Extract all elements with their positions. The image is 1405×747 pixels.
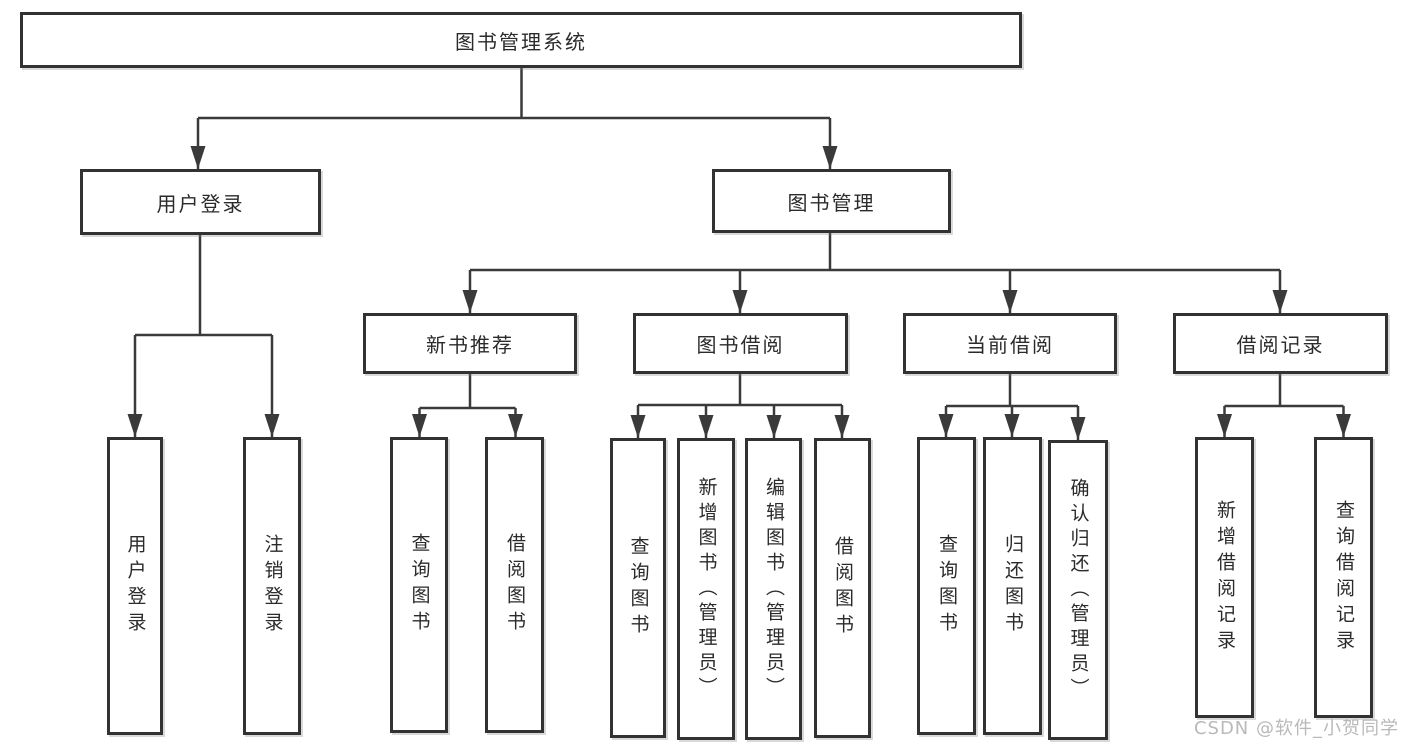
watermark-text: CSDN @软件_小贺同学 [1193,718,1399,739]
node-current-borrowing: 当前借阅 [903,313,1117,374]
leaf-records-add-record: 新增借阅记录 [1195,437,1254,718]
leaf-logout: 注销登录 [243,437,301,735]
node-borrowing-records: 借阅记录 [1173,313,1388,374]
node-library-system: 图书管理系统 [20,12,1022,68]
connector-login-split [127,235,280,437]
connector-records-split [1217,374,1351,437]
leaf-records-query-record: 查询借阅记录 [1314,437,1373,718]
leaf-current-return-books: 归还图书 [983,437,1042,735]
connector-management-split [462,233,1288,313]
node-book-borrowing: 图书借阅 [633,313,848,374]
leaf-recommend-borrow-books: 借阅图书 [485,437,544,733]
node-new-book-recommend: 新书推荐 [363,313,577,374]
leaf-borrowing-add-books-admin: 新增图书（管理员） [677,438,735,740]
leaf-current-query-books: 查询图书 [917,437,976,735]
node-book-management: 图书管理 [712,169,951,233]
leaf-borrowing-borrow-books: 借阅图书 [814,438,871,738]
leaf-recommend-query-books: 查询图书 [390,437,448,733]
connector-root-split [190,68,838,169]
leaf-current-confirm-return-admin: 确认归还（管理员） [1048,440,1108,740]
connector-borrowing-split [630,374,850,438]
leaf-borrowing-query-books: 查询图书 [610,438,666,738]
connector-current-split [938,374,1086,440]
leaf-user-login: 用户登录 [107,437,163,735]
connector-recommend-split [412,374,523,437]
node-user-login: 用户登录 [80,169,321,235]
leaf-borrowing-edit-books-admin: 编辑图书（管理员） [745,438,802,740]
